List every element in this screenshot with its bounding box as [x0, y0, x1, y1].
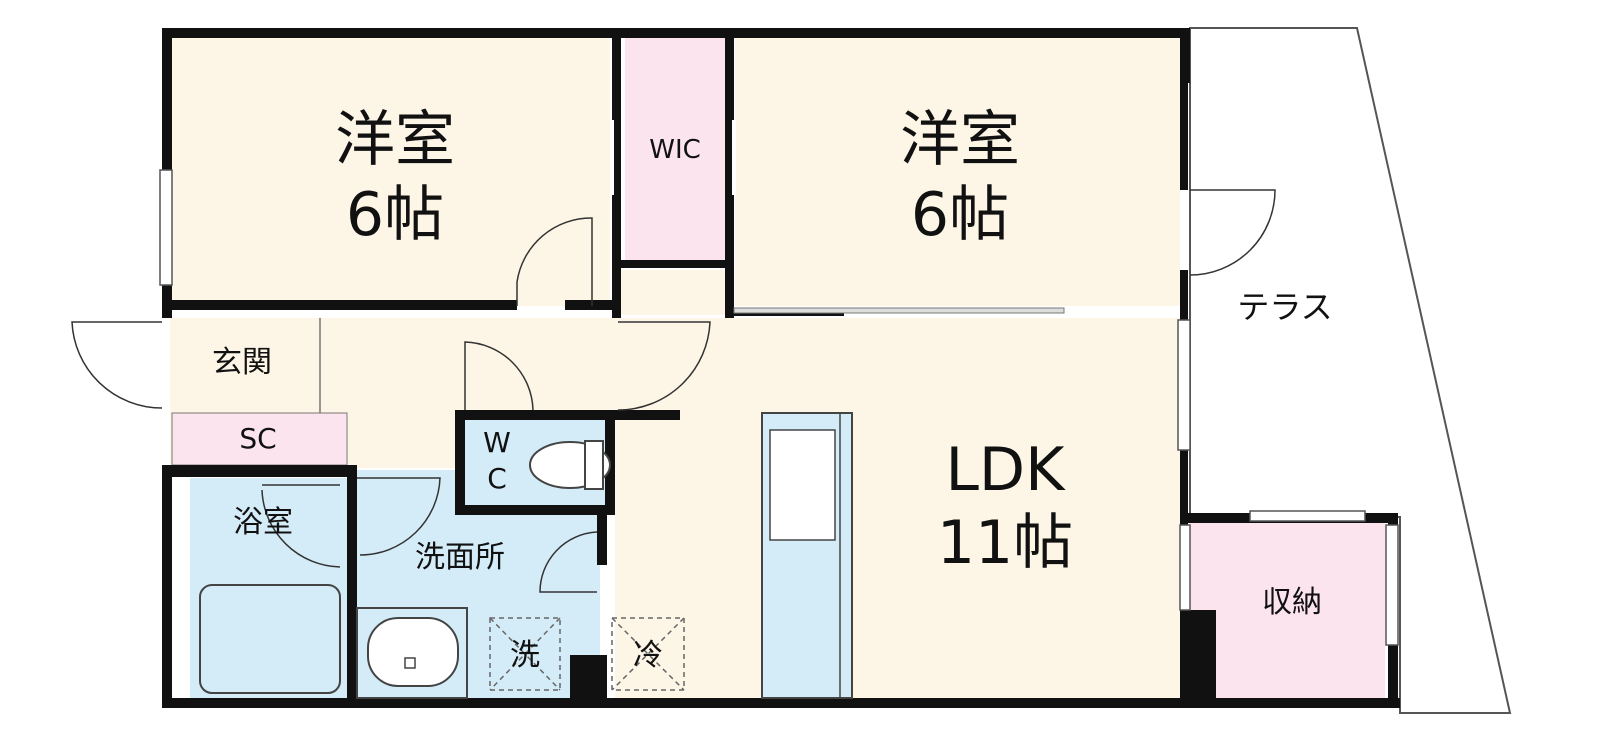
wall-wic-right — [725, 28, 734, 318]
fridge-space-diag2 — [611, 617, 685, 691]
wall-bath-wash — [347, 465, 357, 708]
door-entrance — [71, 321, 163, 409]
sliding-doors — [610, 120, 1065, 314]
western-room-right-floor — [735, 36, 1180, 306]
wall-bottom — [162, 698, 1400, 708]
label-wc-bottom: C — [487, 462, 507, 495]
wall-wc-top — [455, 410, 680, 420]
window-storage-top — [1249, 510, 1366, 522]
washer-space-diag1 — [489, 617, 561, 691]
label-wic: WIC — [649, 135, 701, 165]
wall-wc-left — [455, 410, 465, 510]
wall-storage-left-block — [1180, 610, 1216, 708]
ldk-floor — [615, 318, 1180, 701]
label-western-room-left-size: 6帖 — [346, 180, 444, 250]
wall-wic-bottom — [612, 260, 734, 268]
wall-wash-stub — [570, 655, 607, 708]
washer-space-diag2 — [489, 617, 561, 691]
door-washroom — [357, 477, 441, 556]
fridge-space-diag1 — [611, 617, 685, 691]
doors — [71, 189, 1276, 593]
counter-sink — [769, 429, 836, 541]
kitchen-counter — [761, 412, 853, 699]
fridge-space — [611, 617, 685, 691]
wall-right-upper — [1180, 28, 1190, 83]
door-terrace — [1189, 189, 1276, 276]
window-left-room — [159, 169, 173, 286]
label-western-room-left: 洋室 — [335, 105, 455, 175]
basin-bowl — [367, 617, 459, 687]
door-bathroom — [261, 484, 341, 568]
label-washer: 洗 — [510, 638, 540, 673]
door-washroom-side — [539, 531, 598, 593]
windows — [159, 169, 1399, 646]
shoe-closet-floor — [171, 412, 348, 466]
wall-right-mid2 — [1180, 270, 1188, 320]
label-ldk: LDK — [946, 435, 1067, 505]
label-western-room-right-size: 6帖 — [911, 180, 1009, 250]
door-wc — [464, 341, 534, 411]
sliding-door-right-room — [733, 307, 1065, 314]
wall-wc-bottom — [455, 505, 615, 515]
label-washroom: 洗面所 — [415, 540, 505, 575]
passage-floor — [615, 270, 725, 315]
label-storage: 収納 — [1262, 585, 1322, 620]
label-entrance: 玄関 — [212, 345, 272, 380]
wall-right-lower — [1180, 450, 1188, 525]
label-shoe-closet: SC — [239, 422, 276, 455]
window-storage-left — [1179, 524, 1191, 611]
label-ldk-size: 11帖 — [937, 508, 1073, 578]
toilet — [529, 440, 611, 490]
door-ldk — [617, 321, 711, 411]
wall-right-mid — [1180, 80, 1188, 190]
appliance-spaces — [489, 617, 685, 691]
wall-left-room-sep — [162, 300, 517, 310]
wall-wash-right — [597, 505, 607, 565]
wall-wic-left — [612, 28, 621, 318]
window-ldk-right — [1177, 319, 1191, 451]
window-storage-right — [1385, 524, 1399, 646]
wall-top — [162, 28, 1190, 38]
label-bathroom: 浴室 — [233, 505, 293, 540]
label-terrace: テラス — [1237, 288, 1332, 326]
door-left-room — [516, 217, 593, 306]
washer-space — [489, 617, 561, 691]
label-fridge: 冷 — [633, 638, 663, 673]
label-western-room-right: 洋室 — [900, 105, 1020, 175]
wic-floor — [625, 36, 725, 261]
wall-left-lower — [162, 465, 172, 708]
storage-floor — [1190, 523, 1385, 698]
bathtub — [199, 584, 341, 694]
basin-drain — [404, 657, 416, 669]
toilet-tank — [584, 440, 604, 490]
wall-left-room-sep2 — [565, 300, 615, 310]
wall-bath-top — [162, 465, 352, 477]
wash-basin — [356, 607, 468, 699]
western-room-left-floor — [170, 36, 610, 306]
label-wc-top: W — [483, 426, 511, 459]
